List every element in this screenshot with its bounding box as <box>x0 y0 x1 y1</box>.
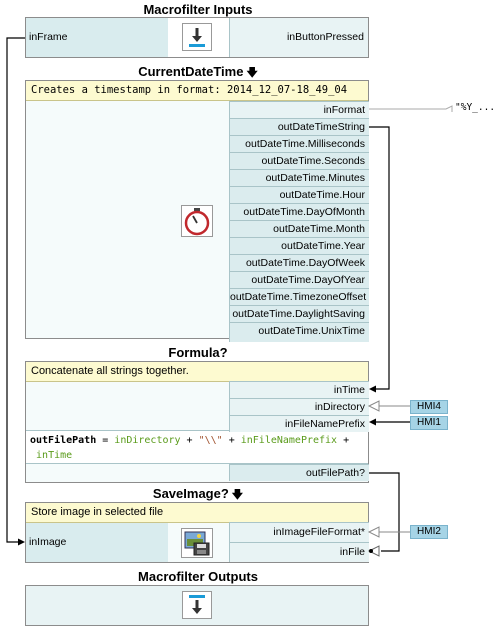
stopwatch-icon <box>181 205 213 237</box>
save-image-title: SaveImage?🡇 <box>0 486 396 505</box>
wire-hmi1-arrowhead <box>369 418 376 426</box>
infile-port[interactable]: inFile <box>229 542 369 562</box>
wire-datetimestring-to-intime <box>369 126 390 390</box>
upload-icon <box>182 591 212 619</box>
macrofilter-outputs-block[interactable] <box>25 585 369 626</box>
formula-expression: outFilePath = inDirectory + "\\" + inFil… <box>30 433 349 463</box>
macrofilter-outputs-title: Macrofilter Outputs <box>0 569 396 584</box>
cdt-output-outdatetime-year[interactable]: outDateTime.Year <box>229 237 369 254</box>
cdt-output-outdatetime-minutes[interactable]: outDateTime.Minutes <box>229 169 369 186</box>
formula-input-indirectory[interactable]: inDirectory <box>229 398 369 415</box>
cdt-output-outdatetime-dayofweek[interactable]: outDateTime.DayOfWeek <box>229 254 369 271</box>
macrofilter-inputs-title-text: Macrofilter Inputs <box>143 2 253 17</box>
wire-hmi2-arrowhead <box>367 526 380 538</box>
wire-infile-arrowhead <box>367 545 380 557</box>
wire-infile-dot <box>369 549 373 553</box>
formula-expression-area[interactable]: outFilePath = inDirectory + "\\" + inFil… <box>26 430 368 464</box>
macrofilter-outputs-title-text: Macrofilter Outputs <box>138 569 258 584</box>
current-date-time-title: CurrentDateTime🡇 <box>0 64 396 83</box>
cdt-output-outdatetime-hour[interactable]: outDateTime.Hour <box>229 186 369 203</box>
cdt-output-outdatetime-dayofmonth[interactable]: outDateTime.DayOfMonth <box>229 203 369 220</box>
cdt-output-outdatetime-unixtime[interactable]: outDateTime.UnixTime <box>229 322 369 342</box>
wire-intime-arrowhead <box>369 385 376 393</box>
macrofilter-inputs-title: Macrofilter Inputs <box>0 2 396 17</box>
formula-string-literal: "\\" <box>198 435 223 446</box>
current-date-time-title-text: CurrentDateTime <box>138 64 244 79</box>
formula-plus-3: + <box>337 435 350 446</box>
cdt-output-outdatetime-month[interactable]: outDateTime.Month <box>229 220 369 237</box>
download-icon <box>182 23 212 51</box>
inimage-port[interactable]: inImage <box>26 523 168 562</box>
formula-input-intime[interactable]: inTime <box>229 381 369 398</box>
formula-plus-2: + <box>222 435 241 446</box>
wire-inframe-arrowhead <box>18 538 25 546</box>
cdt-output-outdatetime-seconds[interactable]: outDateTime.Seconds <box>229 152 369 169</box>
formula-description: Concatenate all strings together. <box>26 362 368 382</box>
formula-output-outfilepath[interactable]: outFilePath? <box>229 464 369 481</box>
hmi1-badge[interactable]: HMI1 <box>410 416 448 430</box>
formula-input-infilenameprefix[interactable]: inFileNamePrefix <box>229 415 369 432</box>
inimagefileformat-port[interactable]: inImageFileFormat* <box>229 522 369 542</box>
formula-var-time: inTime <box>36 450 73 461</box>
formula-title-text: Formula? <box>168 345 228 360</box>
save-image-description: Store image in selected file <box>26 503 368 523</box>
cdt-output-outdatetime-daylightsaving[interactable]: outDateTime.DaylightSaving <box>229 305 369 322</box>
cdt-output-outdatetimestring[interactable]: outDateTimeString <box>229 118 369 135</box>
formula-title: Formula? <box>0 345 396 360</box>
informat-value[interactable]: "%Y_... <box>455 102 496 113</box>
download-arrow-icon-2: 🡇 <box>231 489 244 501</box>
wire-inframe-to-inimage <box>6 37 25 543</box>
wire-hmi4-arrowhead <box>367 400 380 412</box>
cdt-output-outdatetime-milliseconds[interactable]: outDateTime.Milliseconds <box>229 135 369 152</box>
wire-outfilepath-to-infile <box>369 472 400 552</box>
save-image-icon <box>181 528 213 558</box>
cdt-output-outdatetime-dayofyear[interactable]: outDateTime.DayOfYear <box>229 271 369 288</box>
formula-eq: = <box>96 435 115 446</box>
macrofilter-inputs-block[interactable]: inFrame inButtonPressed <box>25 17 369 58</box>
current-date-time-description: Creates a timestamp in format: 2014_12_0… <box>26 81 368 101</box>
wire-informat-to-value <box>369 105 453 112</box>
informat-port[interactable]: inFormat <box>229 101 369 118</box>
formula-var-directory: inDirectory <box>114 435 181 446</box>
formula-plus-1: + <box>180 435 199 446</box>
save-image-title-text: SaveImage? <box>152 486 229 501</box>
inframe-port[interactable]: inFrame <box>26 18 168 57</box>
download-arrow-icon: 🡇 <box>246 67 258 79</box>
cdt-output-outdatetime-timezoneoffset[interactable]: outDateTime.TimezoneOffset <box>229 288 369 305</box>
formula-var-prefix: inFileNamePrefix <box>240 435 338 446</box>
inbuttonpressed-port[interactable]: inButtonPressed <box>229 18 368 57</box>
hmi4-badge[interactable]: HMI4 <box>410 400 448 414</box>
formula-lhs: outFilePath <box>30 435 97 446</box>
hmi2-badge[interactable]: HMI2 <box>410 525 448 539</box>
